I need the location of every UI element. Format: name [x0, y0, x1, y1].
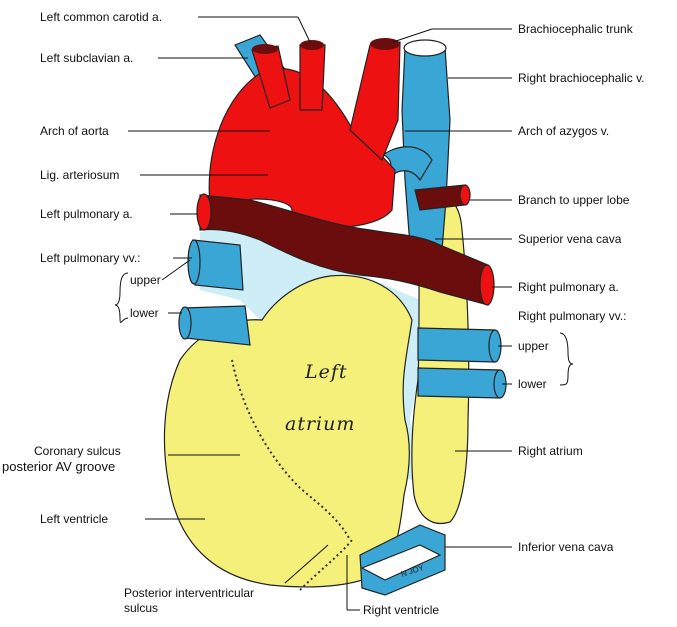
left-pulmonary-artery-opening: [196, 193, 212, 231]
label-left-pulmonary-a: Left pulmonary a.: [40, 207, 133, 221]
label-arch-of-aorta: Arch of aorta: [40, 124, 109, 138]
label-left-lower: lower: [130, 306, 159, 320]
label-lig-arteriosum: Lig. arteriosum: [40, 168, 119, 182]
label-left-pulmonary-vv: Left pulmonary vv.:: [40, 251, 141, 265]
label-right-ventricle: Right ventricle: [363, 603, 439, 617]
left-common-carotid-artery: [299, 44, 326, 111]
label-arch-of-azygos: Arch of azygos v.: [518, 124, 609, 138]
right-brachiocephalic-vein-opening: [403, 39, 447, 57]
label-sulcus: sulcus: [124, 601, 158, 615]
inferior-vena-cava-opening: [360, 544, 442, 581]
left-atrium-label-line2: atrium: [285, 413, 355, 435]
label-right-upper: upper: [518, 339, 549, 353]
left-atrium-label-line1: Left: [304, 361, 348, 383]
left-lower-pulmonary-vein-opening: [178, 306, 192, 340]
label-coronary-sulcus: Coronary sulcus: [34, 444, 121, 458]
left-lower-pulmonary-vein: [182, 305, 251, 346]
label-left-subclavian: Left subclavian a.: [40, 51, 133, 65]
branch-to-upper-lobe-opening: [459, 184, 471, 206]
right-upper-pulmonary-vein: [417, 327, 496, 363]
label-posterior-av-groove: posterior AV groove: [2, 459, 115, 474]
label-right-pulmonary-a: Right pulmonary a.: [518, 280, 619, 294]
brachiocephalic-trunk-opening: [370, 38, 400, 50]
label-left-upper: upper: [130, 273, 161, 287]
leader-lines: [114, 16, 574, 611]
label-inferior-vena-cava: Inferior vena cava: [518, 540, 614, 554]
interventricular-sulcus: [299, 539, 353, 591]
label-left-ventricle: Left ventricle: [40, 512, 108, 526]
label-brachiocephalic-trunk: Brachiocephalic trunk: [518, 22, 634, 36]
label-superior-vena-cava: Superior vena cava: [518, 232, 622, 246]
label-left-common-carotid: Left common carotid a.: [40, 10, 162, 24]
right-pulmonary-artery-opening: [479, 264, 495, 306]
left-subclavian-opening: [252, 44, 278, 54]
left-upper-pulmonary-vein-opening: [187, 239, 201, 285]
pulmonary-artery: [199, 194, 489, 306]
left-common-carotid-opening: [300, 40, 324, 50]
label-right-pulmonary-vv: Right pulmonary vv.:: [518, 309, 627, 323]
label-branch-to-upper-lobe: Branch to upper lobe: [518, 193, 630, 207]
right-lower-pulmonary-vein: [417, 367, 501, 399]
branch-to-upper-lobe: [414, 184, 466, 211]
label-right-brachiocephalic-v: Right brachiocephalic v.: [518, 71, 645, 85]
label-posterior-interventricular: Posterior interventricular: [124, 586, 254, 600]
label-right-atrium: Right atrium: [518, 444, 583, 458]
label-right-lower: lower: [518, 377, 547, 391]
